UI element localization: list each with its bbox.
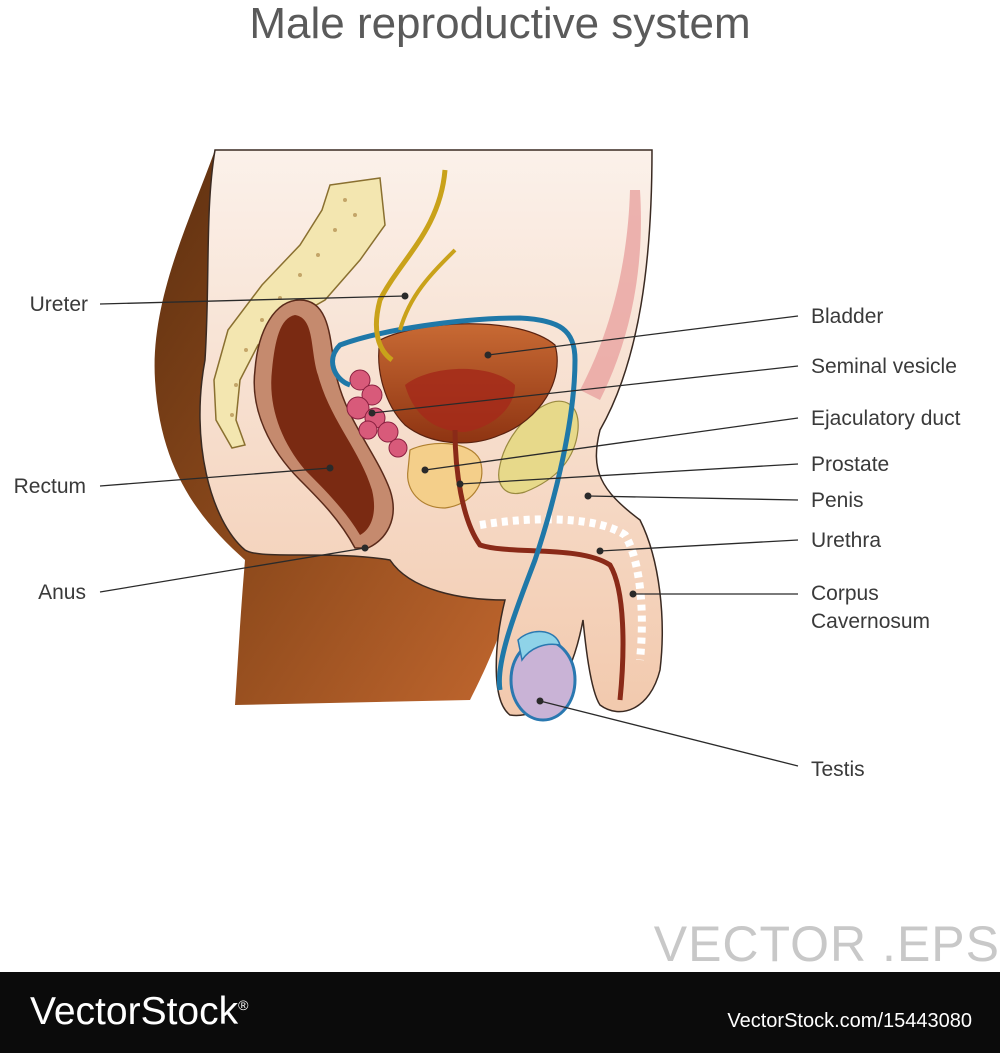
brand-name: VectorStock [30, 990, 239, 1033]
label-corpus: Corpus [811, 582, 879, 605]
abdominal-wall [580, 190, 641, 400]
label-rectum: Rectum [14, 475, 86, 498]
label-ejaculatory-duct: Ejaculatory duct [811, 407, 961, 430]
rectum-lumen [271, 315, 375, 535]
seminal-vesicle [346, 369, 408, 458]
leader-seminal-vesicle [368, 365, 799, 417]
epididymis [517, 630, 562, 662]
label-testis: Testis [811, 758, 865, 781]
label-anus: Anus [38, 581, 86, 604]
brand-logo: VectorStock® [30, 990, 248, 1034]
leader-bladder [484, 315, 799, 359]
vas-deferens [330, 315, 578, 691]
stock-id: VectorStock.com/15443080 [727, 1010, 972, 1032]
prostate [407, 442, 483, 509]
label-cavernosum: Cavernosum [811, 610, 930, 633]
page-title: Male reproductive system [249, 0, 751, 48]
label-ureter: Ureter [30, 293, 88, 316]
leader-prostate [456, 463, 799, 488]
registered-mark: ® [238, 997, 249, 1013]
leader-urethra [596, 539, 799, 555]
label-bladder: Bladder [811, 305, 883, 328]
label-penis: Penis [811, 489, 864, 512]
leader-anus [99, 544, 369, 593]
leader-ureter [99, 292, 409, 305]
label-prostate: Prostate [811, 453, 889, 476]
leader-rectum [99, 464, 334, 487]
bladder-inner [405, 368, 515, 432]
corpus-cavernosum [479, 515, 646, 661]
label-seminal-vesicle: Seminal vesicle [811, 355, 957, 378]
ureter-right [398, 248, 457, 331]
urethra [452, 429, 626, 701]
leader-testis [536, 697, 799, 767]
leader-penis [584, 492, 799, 501]
leader-corpus-cavernosum [629, 590, 798, 598]
ureter-left [373, 169, 448, 363]
footer-bar: VectorStock® VectorStock.com/15443080 [0, 972, 1000, 1053]
vector-eps-watermark: VECTOR .EPS [653, 916, 1000, 972]
leader-ejaculatory-duct [421, 417, 799, 474]
anatomy-diagram: Ureter Rectum Anus Bladder Seminal vesic… [14, 149, 961, 781]
label-urethra: Urethra [811, 529, 881, 552]
